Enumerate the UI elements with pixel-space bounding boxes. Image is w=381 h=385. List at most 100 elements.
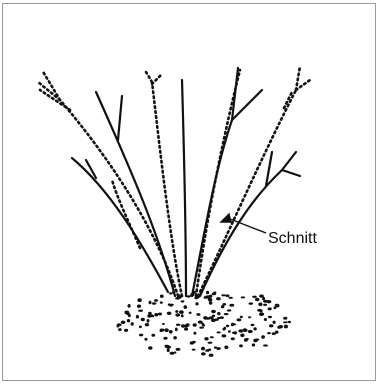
soil-dot <box>184 305 188 309</box>
soil-dot <box>240 334 244 338</box>
soil-dot <box>267 332 271 334</box>
soil-dot <box>209 301 213 305</box>
soil-dot <box>231 323 234 327</box>
soil-dot <box>231 337 235 340</box>
soil-dot <box>181 300 185 302</box>
soil-dot <box>226 325 229 328</box>
soil-dot <box>138 310 143 312</box>
soil-dot <box>263 300 268 303</box>
soil-dot <box>226 294 230 297</box>
soil-dot <box>229 304 234 307</box>
soil-dot <box>257 309 262 312</box>
soil-dot <box>158 313 162 316</box>
soil-dot <box>173 336 177 339</box>
soil-dot <box>152 302 157 304</box>
soil-dot <box>172 291 175 295</box>
soil-dot <box>176 324 181 326</box>
soil-dot <box>189 312 192 314</box>
soil-dot <box>137 298 141 302</box>
soil-dot <box>255 298 259 302</box>
soil-dot <box>229 297 233 299</box>
soil-dot <box>199 327 204 329</box>
soil-dot <box>125 311 130 315</box>
cut-label: Schnitt <box>268 230 317 247</box>
soil-dot <box>283 321 288 323</box>
soil-dot <box>148 346 152 350</box>
soil-dot <box>181 314 184 317</box>
soil-dot <box>237 318 242 321</box>
soil-dot <box>193 332 196 335</box>
soil-dot <box>268 316 272 318</box>
soil-dot <box>206 291 209 295</box>
soil-dot <box>243 328 248 332</box>
soil-dot <box>144 338 147 341</box>
soil-dot <box>190 293 194 296</box>
soil-dot <box>154 313 158 316</box>
soil-dot <box>201 352 206 355</box>
soil-dot <box>145 323 149 326</box>
soil-dot <box>136 315 139 319</box>
soil-dot <box>137 305 141 308</box>
soil-dot <box>149 314 153 317</box>
soil-dot <box>223 328 226 331</box>
soil-dot <box>288 321 291 323</box>
soil-dot <box>224 313 229 315</box>
soil-dot <box>160 301 163 303</box>
soil-dot <box>186 323 190 326</box>
soil-dot <box>166 346 171 349</box>
soil-dot <box>214 346 217 348</box>
soil-dot <box>147 319 150 323</box>
soil-dot <box>208 295 211 298</box>
soil-dot <box>252 296 257 298</box>
dotted-branch-far-left-twig-b <box>42 70 60 100</box>
soil-dot <box>175 328 178 332</box>
soil-dot <box>227 309 231 311</box>
soil-dot <box>264 318 267 321</box>
soil-dot <box>117 323 122 326</box>
soil-dot <box>273 321 276 324</box>
cut-marker <box>221 214 231 222</box>
soil-dot <box>179 296 182 299</box>
soil-dot <box>184 328 188 331</box>
soil-dot <box>238 329 243 332</box>
dotted-branch-center-left <box>152 82 182 296</box>
soil-dot <box>210 336 214 338</box>
soil-dot <box>277 326 281 329</box>
soil-dot <box>217 347 221 350</box>
soil-dot <box>170 304 174 306</box>
soil-dot <box>151 334 155 337</box>
soil-dot <box>208 349 211 351</box>
soil-dot <box>275 331 278 334</box>
soil-dot <box>170 352 175 355</box>
soil-dot <box>141 318 145 322</box>
soil-dot <box>179 310 184 314</box>
soil-dot <box>217 331 221 333</box>
soil-dot <box>283 317 287 320</box>
soil-dot <box>217 312 220 315</box>
soil-dot <box>239 344 243 347</box>
soil-dot <box>160 330 163 332</box>
soil-dot <box>201 347 205 351</box>
soil-dot <box>154 299 158 302</box>
soil-dot <box>204 296 208 299</box>
soil-dot <box>149 301 152 305</box>
soil-dot <box>169 330 173 334</box>
soil-dot <box>222 334 227 337</box>
soil-dot <box>221 294 226 296</box>
soil-dot <box>160 295 164 298</box>
soil-dot <box>169 292 172 294</box>
soil-dot <box>253 327 256 330</box>
soil-dot <box>190 341 194 344</box>
soil-dot <box>213 291 216 293</box>
soil-dot <box>139 326 142 329</box>
soil-dot <box>221 305 224 308</box>
soil-dot <box>175 310 178 313</box>
soil-dot <box>139 334 143 337</box>
soil-dot <box>208 342 213 344</box>
soil-dot <box>228 330 231 333</box>
soil-dot <box>176 348 181 351</box>
solid-branch-left-twig <box>118 96 122 140</box>
soil-dot <box>241 296 245 298</box>
soil-dot <box>222 303 226 306</box>
